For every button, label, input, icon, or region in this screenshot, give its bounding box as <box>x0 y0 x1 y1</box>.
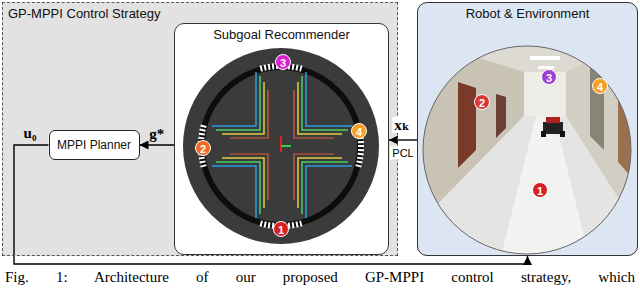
robot-top <box>546 117 560 123</box>
state-symbol: xₖ <box>392 117 411 133</box>
box-fill <box>49 130 140 160</box>
scan-disc <box>183 48 379 244</box>
box-fill <box>2 2 398 256</box>
callout-number: 3 <box>541 69 557 85</box>
node-title: Subgoal Recommender <box>175 27 388 43</box>
signal-arrow <box>14 145 528 264</box>
callout-number: 1 <box>532 182 548 198</box>
planner-box: MPPI Planner <box>49 130 140 160</box>
floor-reflection <box>500 116 590 260</box>
door <box>618 44 634 180</box>
signal-label: u₀ <box>24 125 37 141</box>
figure-caption: Fig. 1: Architecture of our proposed GP-… <box>5 268 635 286</box>
robot-axis <box>281 145 291 147</box>
signal-label: g* <box>149 126 164 142</box>
signal-arrow <box>389 139 417 140</box>
environment-box: Robot & Environment <box>417 2 638 256</box>
lidar-scan <box>183 48 379 244</box>
signal-label: PCL <box>390 147 415 160</box>
photo-frame <box>423 46 631 254</box>
robot-wheel <box>541 131 546 137</box>
door <box>496 94 506 138</box>
node-title: GP-MPPI Control Strategy <box>8 6 160 22</box>
scan-points <box>216 76 348 214</box>
scan-points <box>230 90 334 200</box>
ceiling-light <box>530 56 560 60</box>
node-title: MPPI Planner <box>57 137 131 153</box>
node-title: Robot & Environment <box>418 6 637 22</box>
hallway-photo <box>420 36 640 260</box>
ceiling <box>420 40 640 72</box>
strategy-region: GP-MPPI Control StrategySubgoal Recommen… <box>2 2 398 256</box>
door <box>458 82 476 168</box>
robot-axis <box>280 136 282 152</box>
callout-number: 4 <box>351 123 367 139</box>
callout-number: 3 <box>275 54 291 70</box>
scan-points <box>212 72 352 218</box>
callout-number: 2 <box>195 140 211 156</box>
scan-ring <box>202 67 360 225</box>
box-fill <box>174 23 389 255</box>
callout-number: 4 <box>592 78 608 94</box>
scan-points <box>222 82 342 208</box>
floor <box>420 116 640 260</box>
callout-number: 2 <box>474 94 490 110</box>
signal-arrow <box>140 144 175 145</box>
robot-wheel <box>560 131 565 137</box>
callout-number: 1 <box>273 221 289 237</box>
